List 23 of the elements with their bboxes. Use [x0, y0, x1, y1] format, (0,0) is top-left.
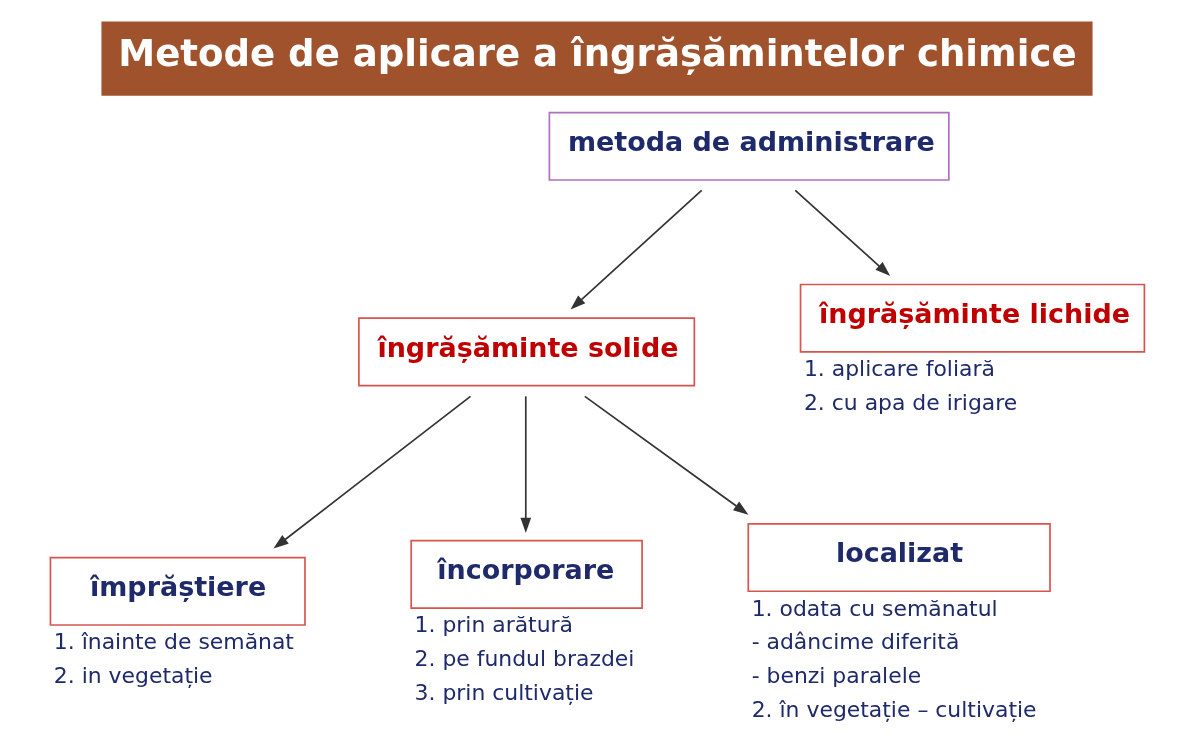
node-label: 1. înainte de semănat — [53, 629, 294, 655]
node-label: 1. prin arătură — [414, 612, 573, 638]
node-label: 1. odata cu semănatul — [751, 595, 998, 621]
node-box: metoda de administrare — [548, 111, 950, 181]
node-label: 3. prin cultivație — [414, 679, 593, 705]
diagram-title: Metode de aplicare a îngrășămintelor chimice — [117, 32, 1077, 76]
arrow — [272, 395, 471, 549]
node-box: îngrășăminte solide — [357, 317, 695, 387]
node-label: - benzi paralele — [751, 662, 921, 688]
node-label: 2. cu apa de irigare — [803, 389, 1017, 415]
node-label: - adâncime diferită — [751, 629, 959, 655]
arrow — [569, 189, 702, 310]
arrow — [519, 395, 531, 534]
node-box: încorporare — [409, 539, 643, 609]
node-label: 2. pe fundul brazdei — [414, 646, 634, 672]
arrow — [793, 189, 890, 277]
node-box: îngrășăminte lichide — [799, 283, 1145, 353]
node-label: 2. in vegetație — [53, 662, 213, 688]
arrow — [583, 395, 748, 515]
node-label: 1. aplicare foliară — [803, 356, 995, 382]
node-label: 2. în vegetație – cultivație — [751, 696, 1037, 722]
node-box: împrăștiere — [49, 556, 306, 626]
node-box: localizat — [746, 523, 1051, 593]
